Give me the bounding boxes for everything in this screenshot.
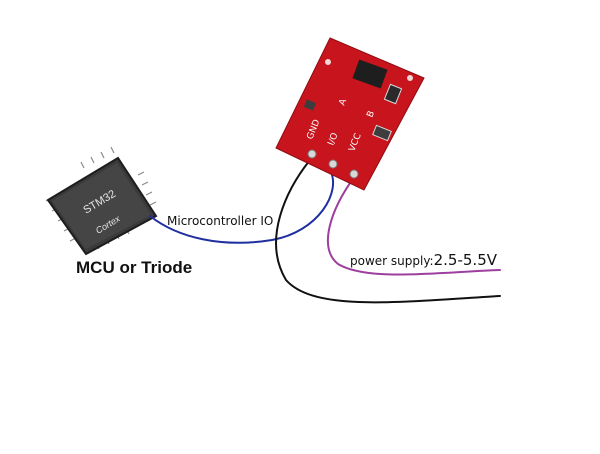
wire-io-blue <box>149 169 335 244</box>
power-supply-text: power supply: <box>350 254 434 268</box>
mcu-chip: STM32 Cortex <box>45 146 158 256</box>
mcu-title: MCU or Triode <box>76 258 193 277</box>
wire-gnd-black <box>275 159 501 304</box>
pad-label-b: B <box>366 110 378 119</box>
pad-vcc <box>349 169 359 179</box>
power-supply-value: 2.5-5.5V <box>433 251 497 269</box>
power-supply-label: power supply:2.5-5.5V <box>350 251 497 269</box>
pad-label-a: A <box>338 97 350 107</box>
pin-label-io: I/O <box>327 132 341 148</box>
touch-sensor-board: GND I/O VCC A B <box>275 37 425 191</box>
wire-power-purple <box>326 175 501 276</box>
pad-io <box>328 159 338 169</box>
io-wire-label: Microcontroller IO <box>167 214 274 228</box>
pad-gnd <box>307 149 317 159</box>
